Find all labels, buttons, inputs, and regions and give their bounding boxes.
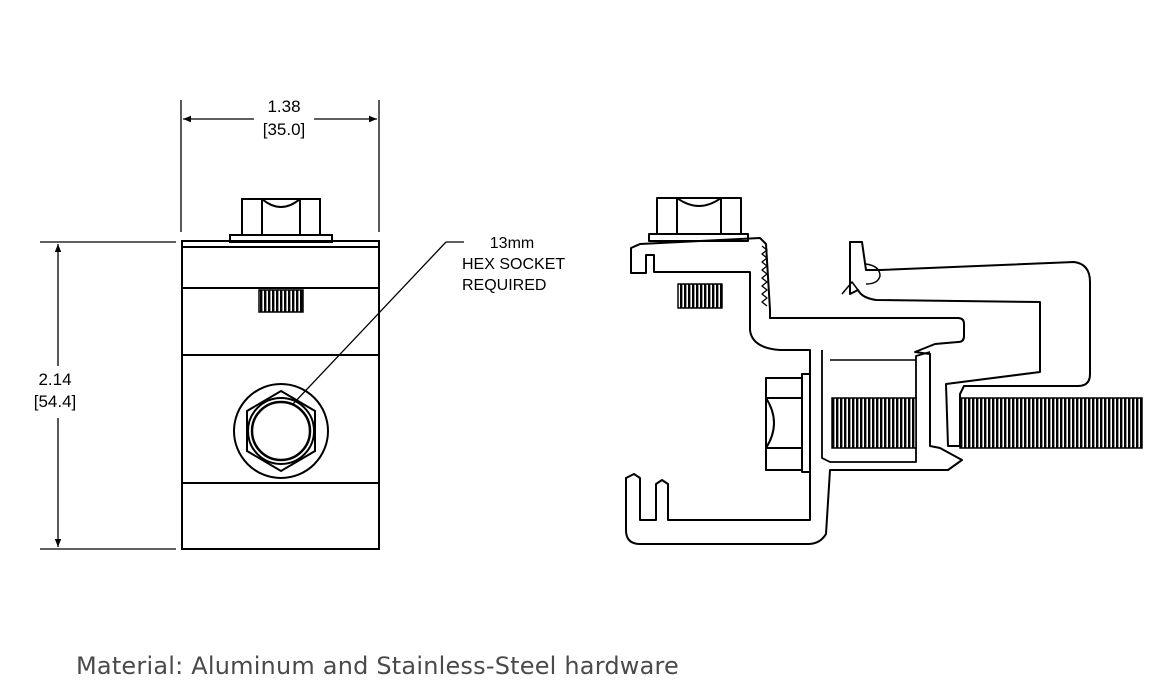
bolt-head-side	[648, 197, 749, 242]
hex-socket-bolt	[233, 383, 329, 479]
callout-line-1: 13mm	[490, 235, 534, 252]
side-bolt-thread	[831, 397, 1143, 449]
width-dimension-inches: 1.38	[267, 97, 300, 116]
callout-leader	[292, 241, 447, 405]
clamp-top-arm	[849, 241, 1091, 447]
callout-line-3: REQUIRED	[462, 277, 546, 294]
bolt-thread-stub	[259, 290, 303, 312]
height-dimension-mm: [54.4]	[34, 392, 77, 411]
technical-drawing: 1.38 [35.0] 2.14 [54.4] 13mm HEX SOCKET …	[34, 97, 1143, 550]
bolt-thread-side	[678, 284, 722, 308]
callout-line-2: HEX SOCKET	[462, 256, 565, 273]
front-view	[181, 198, 464, 550]
side-bolt-head	[765, 373, 811, 473]
clamp-profile	[625, 237, 965, 545]
height-dimension-inches: 2.14	[38, 370, 71, 389]
side-view	[625, 197, 1091, 545]
bolt-head-front	[241, 198, 321, 236]
material-caption: Material: Aluminum and Stainless-Steel h…	[76, 652, 680, 680]
height-dimension	[40, 241, 176, 550]
width-dimension-mm: [35.0]	[263, 120, 306, 139]
width-dimension	[180, 100, 380, 232]
